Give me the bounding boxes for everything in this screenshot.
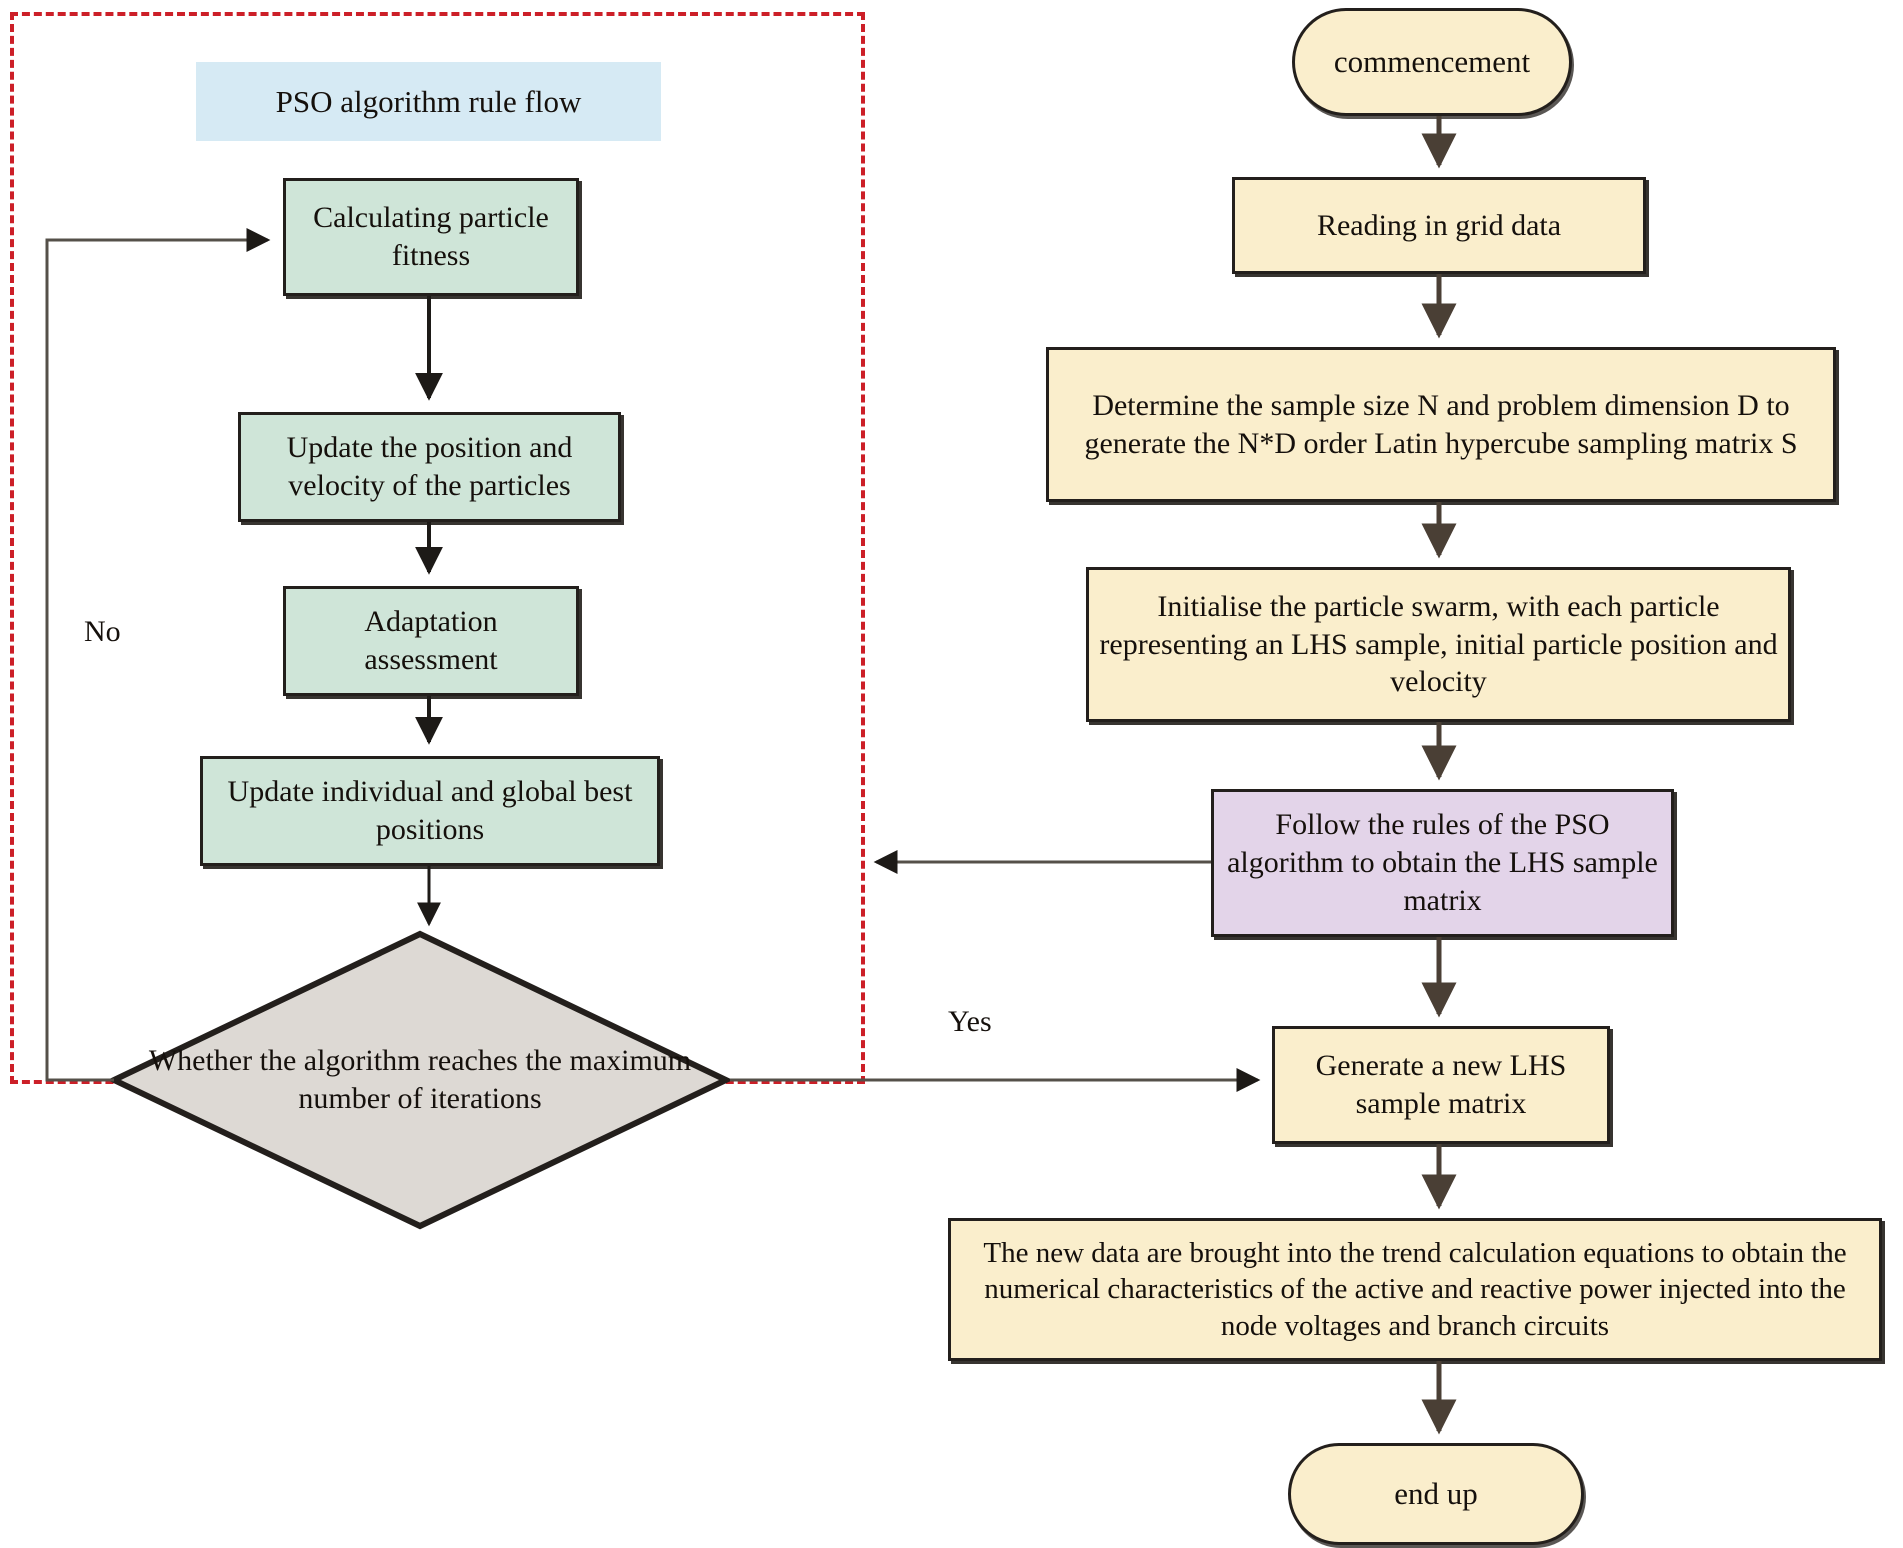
node-update-best-positions-label: Update individual and global best positi… <box>227 775 633 846</box>
edge-decision-no-loop <box>45 228 271 1082</box>
node-end-up-terminal[interactable]: end up <box>1288 1443 1584 1545</box>
node-commencement-start-label: commencement <box>1333 44 1531 80</box>
node-commencement-start[interactable]: commencement <box>1292 8 1572 116</box>
node-initialise-particle-swarm[interactable]: Initialise the particle swarm, with each… <box>1086 567 1791 722</box>
node-update-best-positions[interactable]: Update individual and global best positi… <box>200 756 660 866</box>
pso-group-header: PSO algorithm rule flow <box>196 62 661 141</box>
node-trend-calculation-label: The new data are brought into the trend … <box>983 1236 1847 1342</box>
node-determine-sample-size-label: Determine the sample size N and problem … <box>1084 388 1798 460</box>
node-adaptation-assessment-label: Adaptation assessment <box>364 605 498 676</box>
node-end-up-terminal-label: end up <box>1394 1476 1478 1512</box>
edge-label-yes: Yes <box>948 1005 992 1038</box>
node-trend-calculation[interactable]: The new data are brought into the trend … <box>948 1218 1882 1361</box>
node-reading-grid-data-label: Reading in grid data <box>1316 208 1562 242</box>
node-calculating-particle-fitness[interactable]: Calculating particle fitness <box>283 178 579 296</box>
edge-label-no: No <box>84 615 121 648</box>
node-generate-new-lhs[interactable]: Generate a new LHS sample matrix <box>1272 1026 1610 1144</box>
node-update-position-velocity-label: Update the position and velocity of the … <box>286 431 573 502</box>
pso-group-header-label: PSO algorithm rule flow <box>275 83 582 119</box>
node-generate-new-lhs-label: Generate a new LHS sample matrix <box>1315 1049 1567 1120</box>
node-update-position-velocity[interactable]: Update the position and velocity of the … <box>238 412 621 522</box>
node-reading-grid-data[interactable]: Reading in grid data <box>1232 177 1646 274</box>
node-initialise-particle-swarm-label: Initialise the particle swarm, with each… <box>1099 589 1778 699</box>
node-calculating-particle-fitness-label: Calculating particle fitness <box>313 201 549 272</box>
node-follow-pso-rules-label: Follow the rules of the PSO algorithm to… <box>1227 808 1658 917</box>
node-follow-pso-rules[interactable]: Follow the rules of the PSO algorithm to… <box>1211 789 1674 937</box>
node-determine-sample-size[interactable]: Determine the sample size N and problem … <box>1046 347 1836 502</box>
node-adaptation-assessment[interactable]: Adaptation assessment <box>283 586 579 696</box>
